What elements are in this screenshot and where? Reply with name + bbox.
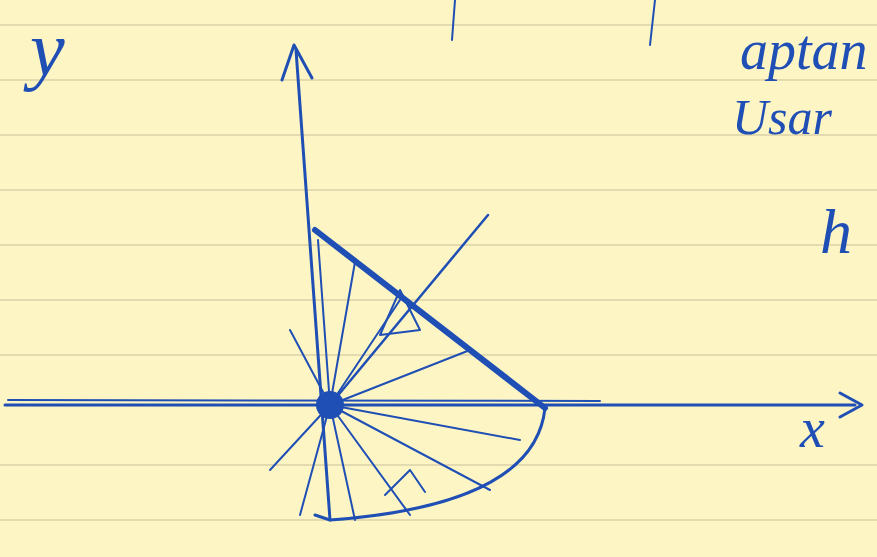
note-text: Usar	[732, 92, 832, 142]
origin-dot	[316, 391, 344, 419]
axis-label: x	[800, 400, 825, 456]
axes-sketch	[5, 0, 862, 520]
note-text: aptan	[740, 22, 868, 78]
note-text: h	[820, 200, 852, 264]
axis-label: y	[30, 10, 65, 88]
paper-lines	[0, 25, 877, 520]
